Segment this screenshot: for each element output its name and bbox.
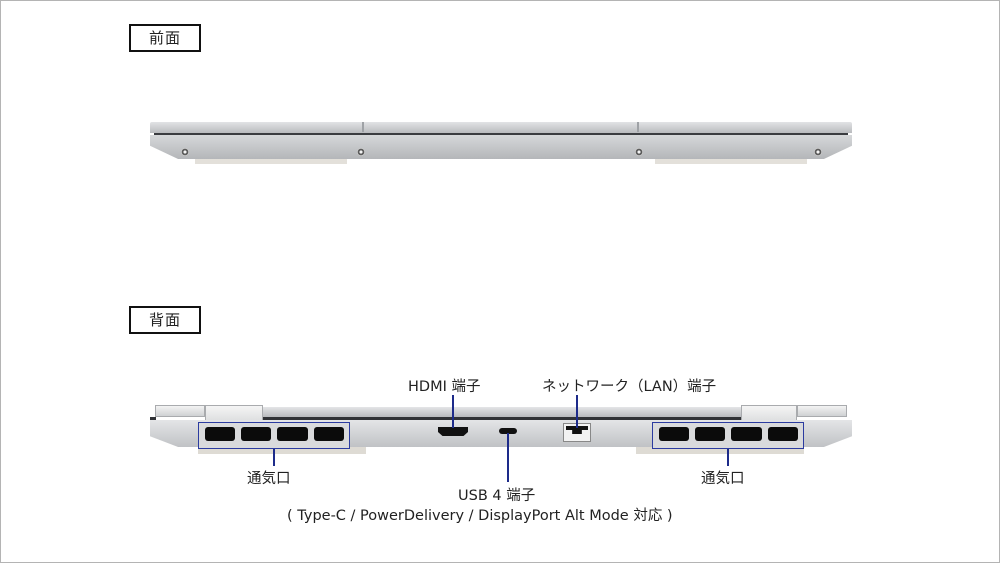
back-view-label: 背面 [129, 306, 201, 334]
lan-leader-line [576, 395, 578, 428]
vent-right-callout: 通気口 [701, 471, 745, 487]
usb-c-port-icon [499, 428, 517, 434]
screw-icon [635, 148, 643, 156]
usb4-note-callout: ( Type-C / PowerDelivery / DisplayPort A… [287, 508, 673, 524]
screw-icon [181, 148, 189, 156]
usb4-callout: USB 4 端子 [458, 488, 536, 504]
vent-right [652, 422, 804, 449]
screw-icon [357, 148, 365, 156]
usb4-leader-line [507, 433, 509, 482]
vent-left [198, 422, 350, 449]
vent-right-leader-line [727, 449, 729, 466]
vent-left-leader-line [273, 449, 275, 466]
laptop-front-view [150, 122, 852, 168]
front-view-label: 前面 [129, 24, 201, 52]
hdmi-port-icon [438, 427, 468, 436]
hdmi-callout: HDMI 端子 [408, 379, 481, 395]
vent-left-callout: 通気口 [247, 471, 291, 487]
hdmi-leader-line [452, 395, 454, 428]
screw-icon [814, 148, 822, 156]
lan-callout: ネットワーク（LAN）端子 [542, 379, 717, 395]
